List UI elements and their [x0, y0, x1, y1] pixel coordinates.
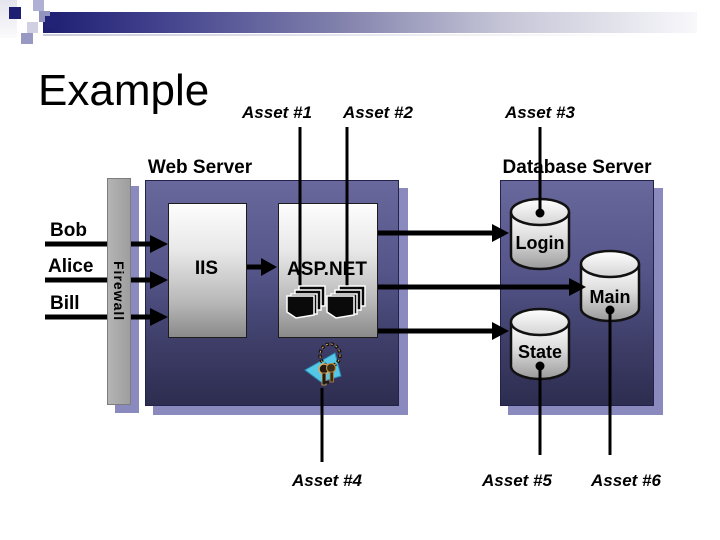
- iis-box: [168, 203, 247, 338]
- header-underline: [43, 34, 643, 36]
- login-db-label: Login: [515, 233, 565, 253]
- aspnet-label: ASP.NET: [287, 259, 367, 280]
- asset2-label: Asset #2: [343, 103, 413, 122]
- state-db-label: State: [517, 342, 562, 362]
- database-server-label: Database Server: [502, 157, 652, 178]
- asset5-label: Asset #5: [482, 471, 552, 490]
- firewall-bar: Firewall: [107, 178, 131, 405]
- header-gradient-strip: [0, 0, 17, 38]
- asset6-label: Asset #6: [591, 471, 661, 490]
- asset1-label: Asset #1: [242, 103, 312, 122]
- user-label-alice: Alice: [48, 256, 94, 277]
- database-cylinder-icon-login: [509, 197, 571, 271]
- main-db-label: Main: [589, 287, 631, 307]
- iis-label: IIS: [194, 258, 219, 279]
- database-cylinder-icon-main: [579, 249, 641, 323]
- slide-title: Example: [38, 66, 210, 115]
- document-stack-icon: [286, 285, 326, 319]
- user-label-bob: Bob: [50, 220, 87, 241]
- asset4-label: Asset #4: [292, 471, 362, 490]
- user-label-bill: Bill: [50, 293, 80, 314]
- document-stack-icon: [326, 285, 366, 319]
- web-server-label: Web Server: [147, 157, 253, 178]
- keys-keyring-icon: [304, 342, 342, 386]
- header-bar: [43, 12, 697, 33]
- firewall-label: Firewall: [111, 261, 127, 322]
- asset3-label: Asset #3: [505, 103, 575, 122]
